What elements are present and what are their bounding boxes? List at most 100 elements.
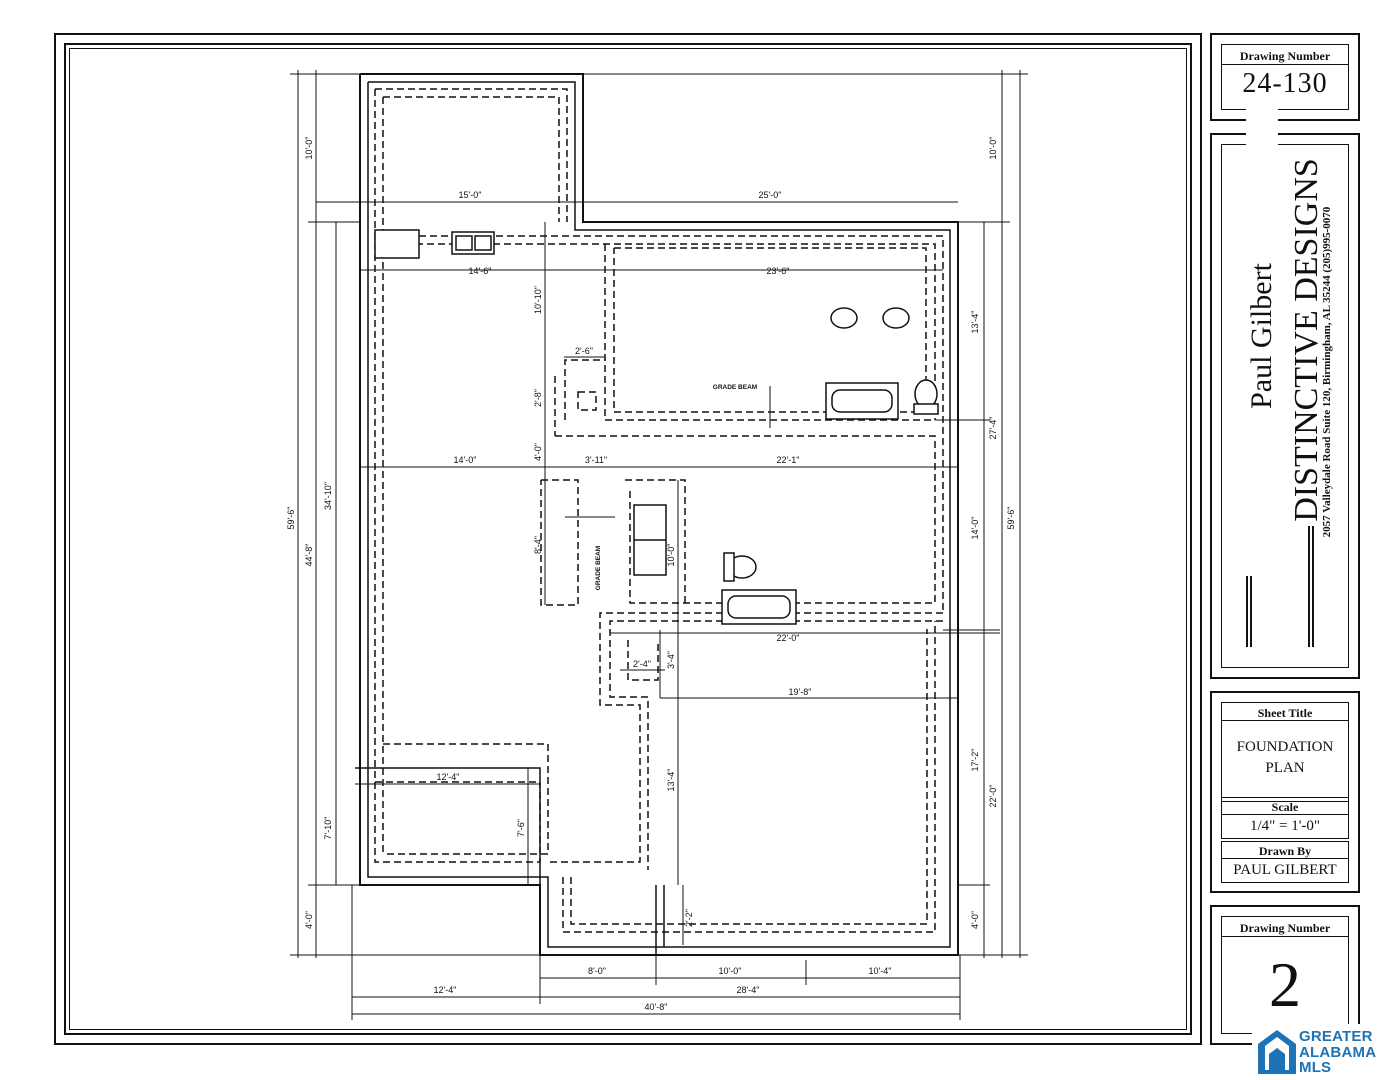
vanity-sink [830, 307, 858, 329]
footing-line [374, 89, 541, 863]
footing-line [564, 359, 605, 420]
footing-line [562, 621, 936, 933]
footing-line [604, 244, 935, 421]
dimension-label: 14'-0" [454, 455, 477, 465]
dimension-label: 2'-4" [633, 659, 651, 669]
dimension-label: 15'-0" [459, 190, 482, 200]
footing-line [555, 435, 936, 604]
dimension-label: 19'-8" [789, 687, 812, 697]
exterior-wall-inner [367, 81, 951, 948]
dimension-label: 12'-4" [437, 772, 460, 782]
drawing-number-inner: Drawing Number 24-130 [1221, 44, 1349, 110]
sheet-title-inner: Sheet Title FOUNDATION PLAN [1221, 702, 1349, 802]
dimension-label: 10'-4" [869, 966, 892, 976]
dimension-label: 4'-0" [970, 911, 980, 929]
dimension-label: 2'-6" [575, 346, 593, 356]
sheet-border-outer [54, 33, 1202, 1045]
greater-alabama-mls-logo: GREATER ALABAMA MLS [1252, 1024, 1398, 1080]
dimension-label: 34'-10" [323, 482, 333, 510]
footing-line [570, 629, 928, 925]
vanity-sink [882, 307, 910, 329]
designer-name: Paul Gilbert [1245, 96, 1278, 576]
sheet-title-line1: FOUNDATION [1236, 739, 1334, 755]
designer-inner: Paul Gilbert DISTINCTIVE DESIGNS 2057 Va… [1221, 96, 1349, 668]
footing-line [540, 479, 579, 606]
dimension-label: 22'-1" [777, 455, 800, 465]
scale-label: Scale [1222, 800, 1348, 815]
dimension-label: 14'-0" [970, 517, 980, 540]
dimension-label: 17'-2" [970, 749, 980, 772]
double-sink-bowl [455, 235, 473, 251]
footing-line [383, 743, 549, 855]
dimension-label: 22'-0" [988, 785, 998, 808]
designer-box: Paul Gilbert DISTINCTIVE DESIGNS 2057 Va… [1210, 96, 1360, 679]
dimension-label: 3'-4" [666, 651, 676, 669]
dimension-label: 22'-0" [777, 633, 800, 643]
bathtub-inner [831, 389, 893, 413]
dimension-label: 10'-0" [988, 137, 998, 160]
dimension-label: 13'-4" [970, 311, 980, 334]
dimension-label: 14'-6" [469, 266, 492, 276]
dimension-label: 8'-4" [533, 536, 543, 554]
interior-wall [355, 767, 541, 885]
drawn-by-inner: Drawn By PAUL GILBERT [1221, 841, 1349, 883]
sheet-border-inner [64, 43, 1192, 1035]
footing-line [609, 620, 943, 870]
dimension-label: 10'-0" [666, 544, 676, 567]
dimension-label: 40'-8" [645, 1002, 668, 1012]
double-sink-bowl [474, 235, 492, 251]
dimension-label: 59'-6" [286, 507, 296, 530]
dimension-label: 10'-10" [533, 286, 543, 314]
footing-line [383, 96, 560, 222]
dimension-label: 23'-6" [767, 266, 790, 276]
dimension-label: 10'-0" [719, 966, 742, 976]
scale-inner: Scale 1/4" = 1'-0" [1221, 797, 1349, 839]
footing-line [383, 243, 936, 420]
laundry-sink [374, 229, 420, 259]
sheet-number-value: 2 [1269, 949, 1301, 1020]
dimension-label: 10'-0" [304, 137, 314, 160]
toilet-tank [913, 403, 939, 415]
footing-line [375, 88, 568, 222]
dimension-label: 4'-0" [533, 443, 543, 461]
footing-line [548, 612, 943, 863]
sheet-number-label: Drawing Number [1222, 920, 1348, 937]
footing-pad [577, 391, 597, 411]
bathtub-inner [727, 595, 791, 619]
sheet-info-box: Sheet Title FOUNDATION PLAN Scale 1/4" =… [1210, 691, 1360, 893]
footing-line [375, 235, 944, 613]
grade-beam-note: GRADE BEAM [595, 546, 602, 590]
dimension-label: 25'-0" [759, 190, 782, 200]
dimension-label: 44'-8" [304, 544, 314, 567]
dimension-label: 28'-4" [737, 985, 760, 995]
sheet-title-line2: PLAN [1265, 760, 1305, 776]
drawn-by-value: PAUL GILBERT [1233, 862, 1337, 878]
sheet-border-inner-line [69, 48, 1187, 1030]
toilet-tank [723, 552, 735, 582]
sheet-title-label: Sheet Title [1222, 706, 1348, 721]
drawing-number-label: Drawing Number [1222, 48, 1348, 65]
dimension-label: 3'-11" [585, 455, 607, 465]
dimension-label: 2'-2" [684, 909, 694, 927]
dimension-label: 27'-4" [988, 417, 998, 440]
dimension-label: 7'-6" [516, 819, 526, 837]
footing-line [625, 479, 686, 605]
drawing-number-value: 24-130 [1242, 68, 1328, 99]
scale-value: 1/4" = 1'-0" [1249, 818, 1321, 834]
sheet-number-inner: Drawing Number 2 [1221, 916, 1349, 1034]
dimension-label: 8'-0" [588, 966, 606, 976]
drawing-number-box: Drawing Number 24-130 [1210, 33, 1360, 121]
drawn-by-label: Drawn By [1222, 844, 1348, 859]
dimension-label: 13'-4" [666, 769, 676, 792]
dimension-label: 59'-6" [1006, 507, 1016, 530]
company-address: 2057 Valleydale Road Suite 120, Birmingh… [1321, 206, 1333, 538]
dimension-label: 12'-4" [434, 985, 457, 995]
grade-beam-note: GRADE BEAM [713, 384, 757, 391]
house-icon [1258, 1030, 1296, 1074]
dimension-label: 4'-0" [304, 911, 314, 929]
sheet-number-box: Drawing Number 2 [1210, 905, 1360, 1045]
logo-text: GREATER ALABAMA MLS [1299, 1028, 1377, 1076]
footing-line [627, 640, 659, 681]
